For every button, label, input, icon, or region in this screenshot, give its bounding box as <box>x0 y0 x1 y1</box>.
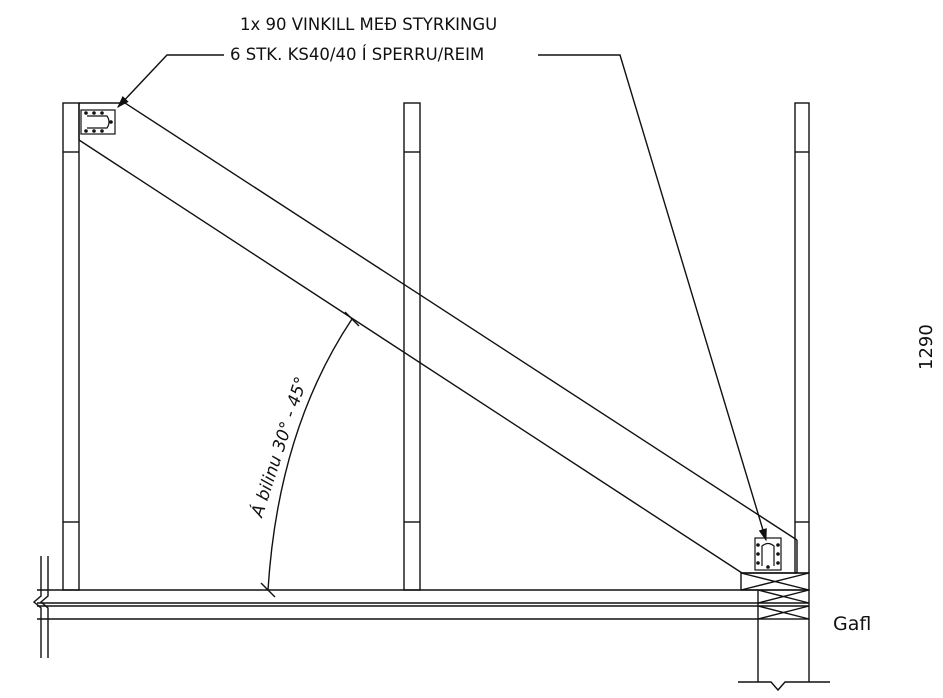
bottom-plate <box>32 556 758 658</box>
middle-stud <box>403 102 421 591</box>
bottom-connector-icon <box>754 537 782 571</box>
right-stud <box>794 102 810 574</box>
annotation-leaders <box>117 54 767 542</box>
angle-label: Á bilinu 30° - 45° <box>246 374 312 521</box>
annotation-line-2: 6 STK. KS40/40 Í SPERRU/REIM <box>230 45 484 64</box>
section-label: Gafl <box>833 613 871 635</box>
left-stud <box>62 102 80 591</box>
angle-arc <box>260 311 360 598</box>
top-connector-icon <box>80 109 116 135</box>
diagonal-brace <box>78 102 798 574</box>
annotation-line-1: 1x 90 VINKILL MEÐ STYRKINGU <box>240 15 497 34</box>
dimension-label: 1290 <box>916 324 937 370</box>
gable-wall <box>738 572 830 692</box>
